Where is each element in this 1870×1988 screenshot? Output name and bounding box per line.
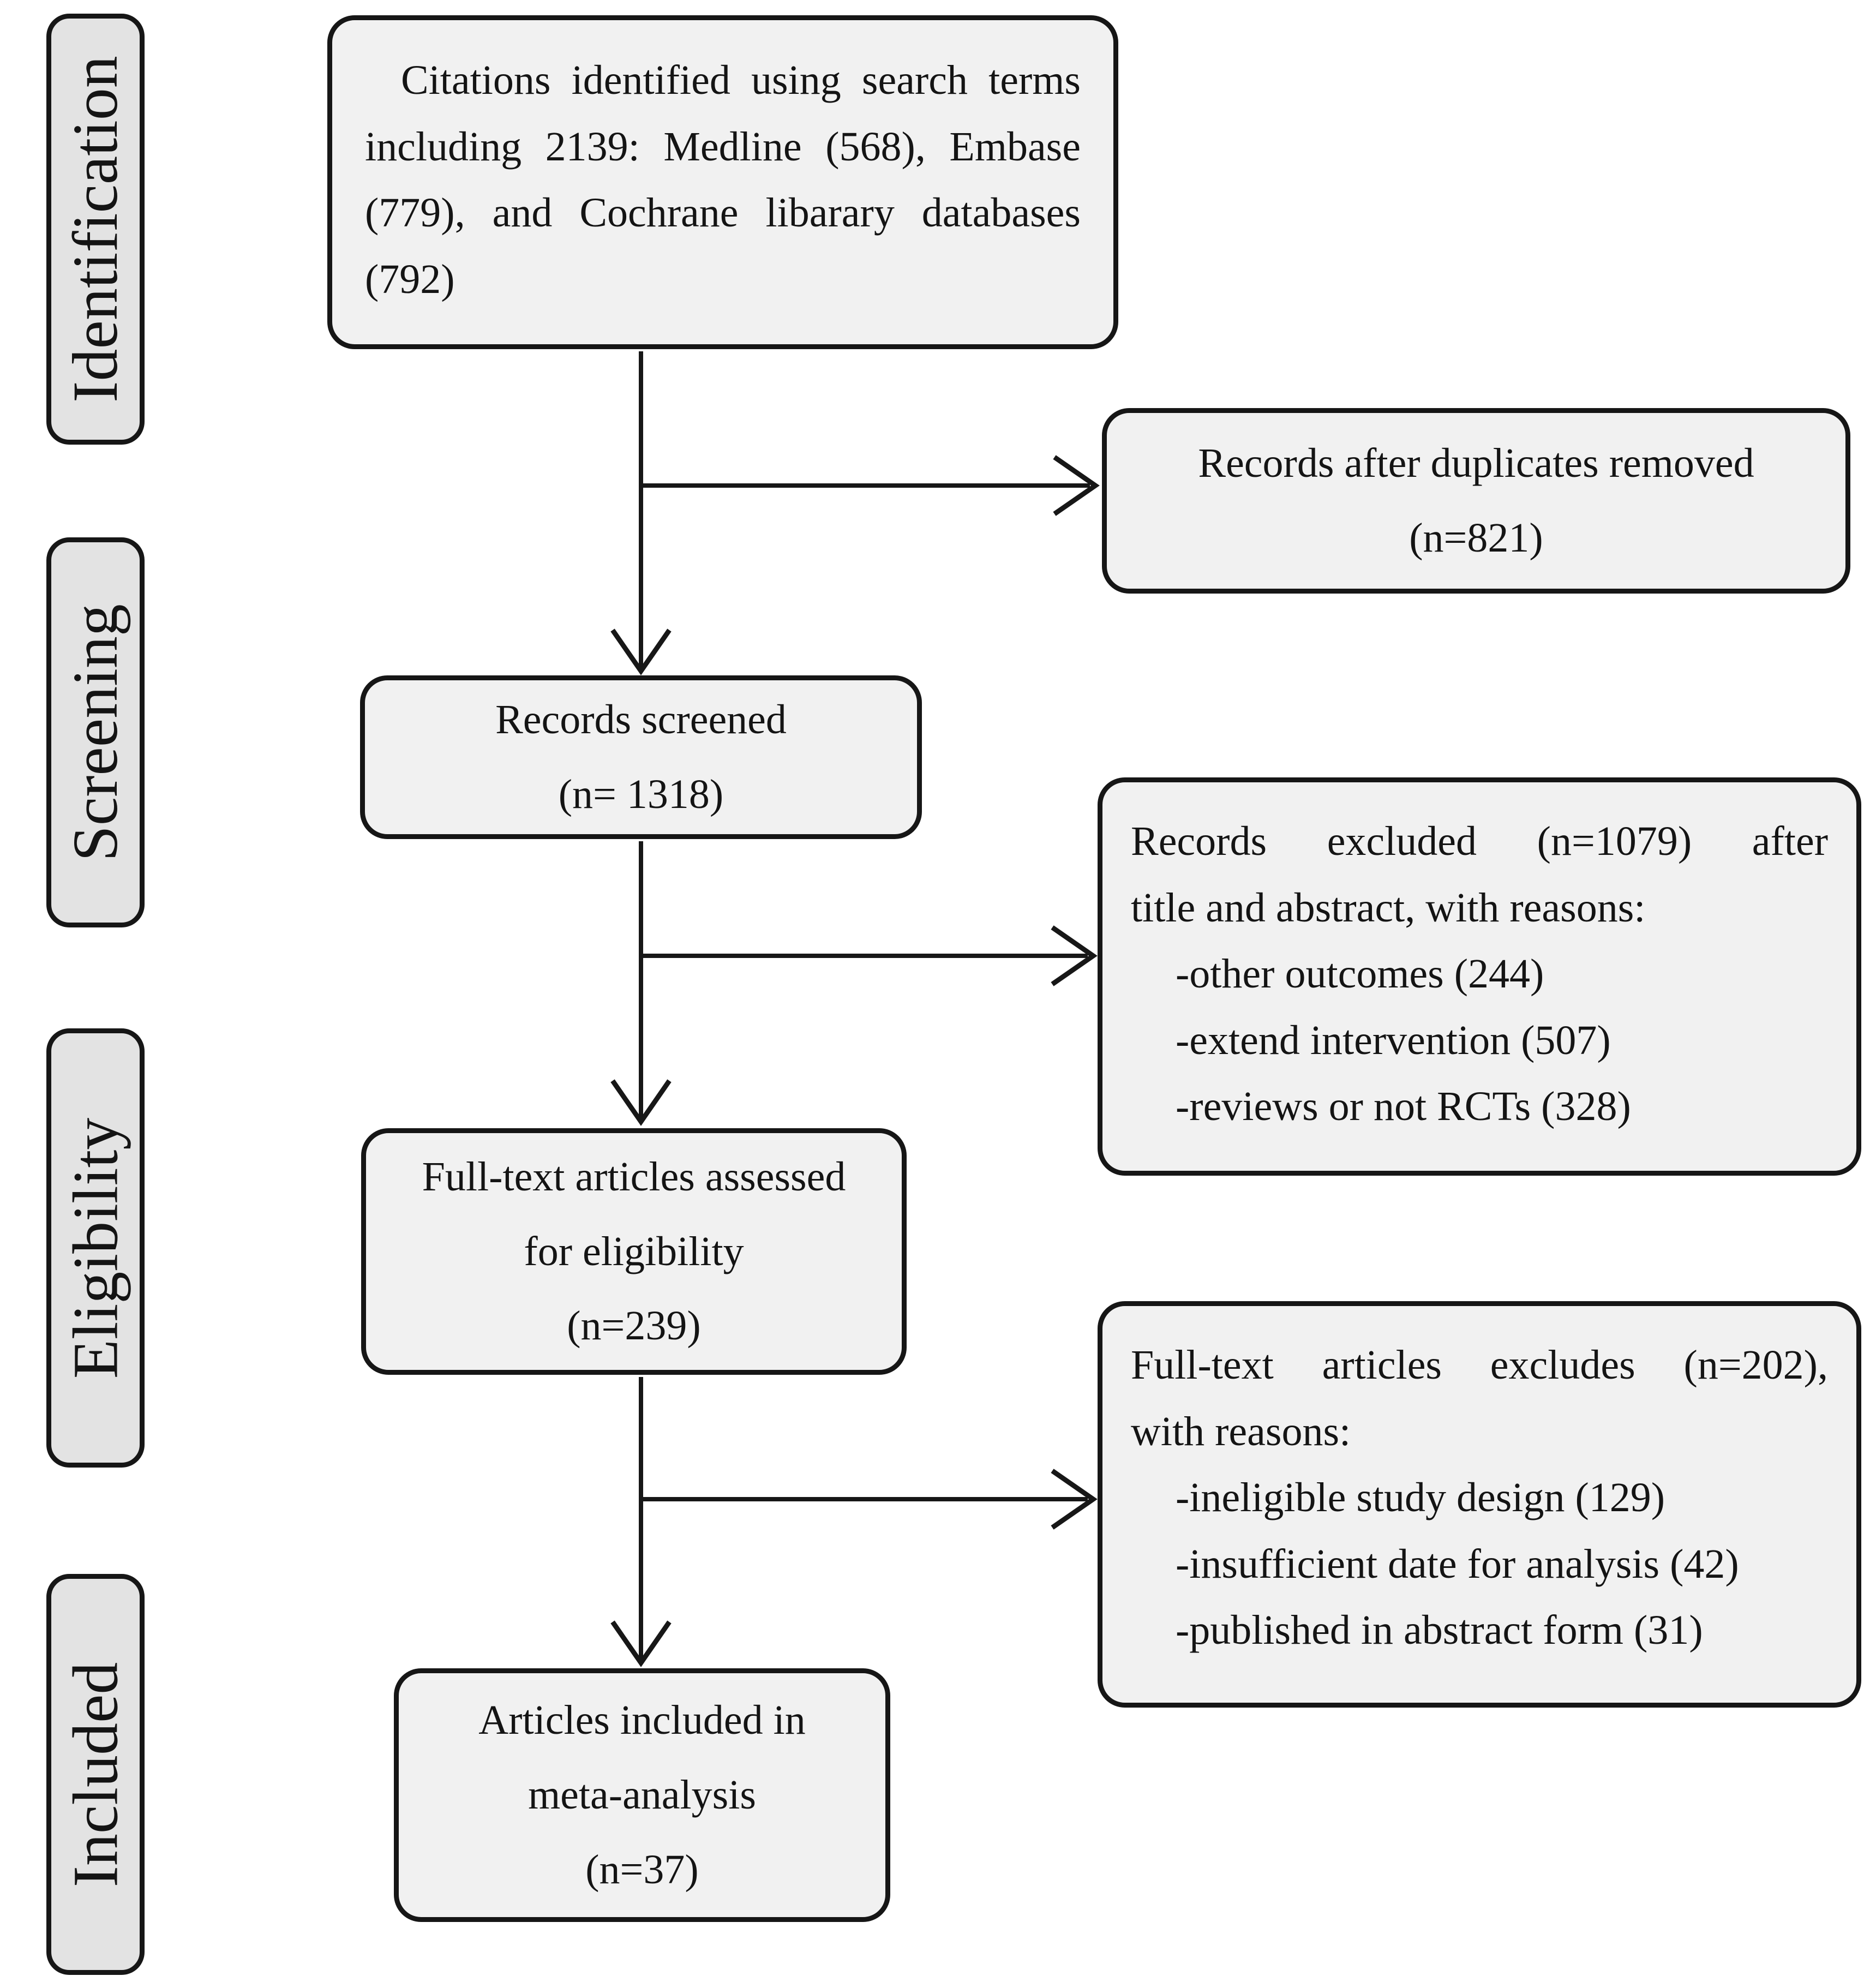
exclusion-reason: -ineligible study design (129) bbox=[1176, 1475, 1665, 1521]
stage-included: Included bbox=[46, 1574, 145, 1975]
fulltext-excluded-box: Full-text articles excludes (n=202), wit… bbox=[1098, 1301, 1861, 1708]
box-line: Records screened bbox=[495, 697, 787, 743]
exclusion-reason: -other outcomes (244) bbox=[1176, 951, 1544, 997]
records-excluded-box: Records excluded (n=1079) after title an… bbox=[1098, 777, 1861, 1176]
arrowhead-down-icon bbox=[610, 1620, 672, 1667]
box-line: Records excluded (n=1079) after bbox=[1131, 818, 1828, 864]
box-line: with reasons: bbox=[1131, 1408, 1351, 1454]
arrowhead-right-icon bbox=[1053, 455, 1100, 516]
box-line: including 2139: Medline (568), Embase bbox=[365, 123, 1081, 170]
stage-label: Eligibility bbox=[59, 1117, 131, 1379]
stage-label: Screening bbox=[59, 603, 131, 861]
box-line: Records after duplicates removed bbox=[1198, 440, 1754, 487]
box-line: for eligibility bbox=[524, 1228, 744, 1274]
exclusion-reason: -published in abstract form (31) bbox=[1176, 1607, 1703, 1654]
stage-screening: Screening bbox=[46, 537, 145, 927]
arrowhead-down-icon bbox=[610, 628, 672, 675]
box-line: meta-analysis bbox=[528, 1772, 756, 1818]
box-line: Full-text articles excludes (n=202), bbox=[1131, 1342, 1828, 1388]
box-line: Full-text articles assessed bbox=[422, 1153, 846, 1200]
exclusion-reason: -reviews or not RCTs (328) bbox=[1176, 1083, 1631, 1130]
box-count: (n= 1318) bbox=[558, 771, 724, 817]
arrowhead-right-icon bbox=[1051, 925, 1098, 986]
stage-identification: Identification bbox=[46, 14, 145, 445]
stage-label: Included bbox=[59, 1662, 131, 1887]
fulltext-assessed-box: Full-text articles assessed for eligibil… bbox=[361, 1128, 907, 1375]
arrowhead-down-icon bbox=[610, 1079, 672, 1126]
box-line: Articles included in bbox=[478, 1697, 806, 1744]
box-count: (n=37) bbox=[585, 1846, 699, 1893]
box-count: (n=821) bbox=[1409, 515, 1543, 561]
box-line: title and abstract, with reasons: bbox=[1131, 884, 1646, 931]
box-line: (779), and Cochrane libarary databases bbox=[365, 190, 1081, 236]
exclusion-reason: -insufficient date for analysis (42) bbox=[1176, 1541, 1739, 1587]
box-line: Citations identified using search terms bbox=[401, 57, 1081, 103]
duplicates-removed-box: Records after duplicates removed (n=821) bbox=[1102, 408, 1850, 594]
exclusion-reason: -extend intervention (507) bbox=[1176, 1017, 1611, 1063]
records-screened-box: Records screened (n= 1318) bbox=[360, 675, 922, 839]
box-count: (n=239) bbox=[567, 1303, 701, 1349]
box-line: (792) bbox=[365, 256, 455, 302]
citations-identified-box: Citations identified using search terms … bbox=[327, 15, 1118, 349]
stage-label: Identification bbox=[59, 56, 131, 403]
arrowhead-right-icon bbox=[1051, 1469, 1098, 1530]
articles-included-box: Articles included in meta-analysis (n=37… bbox=[394, 1668, 890, 1922]
stage-eligibility: Eligibility bbox=[46, 1028, 145, 1468]
